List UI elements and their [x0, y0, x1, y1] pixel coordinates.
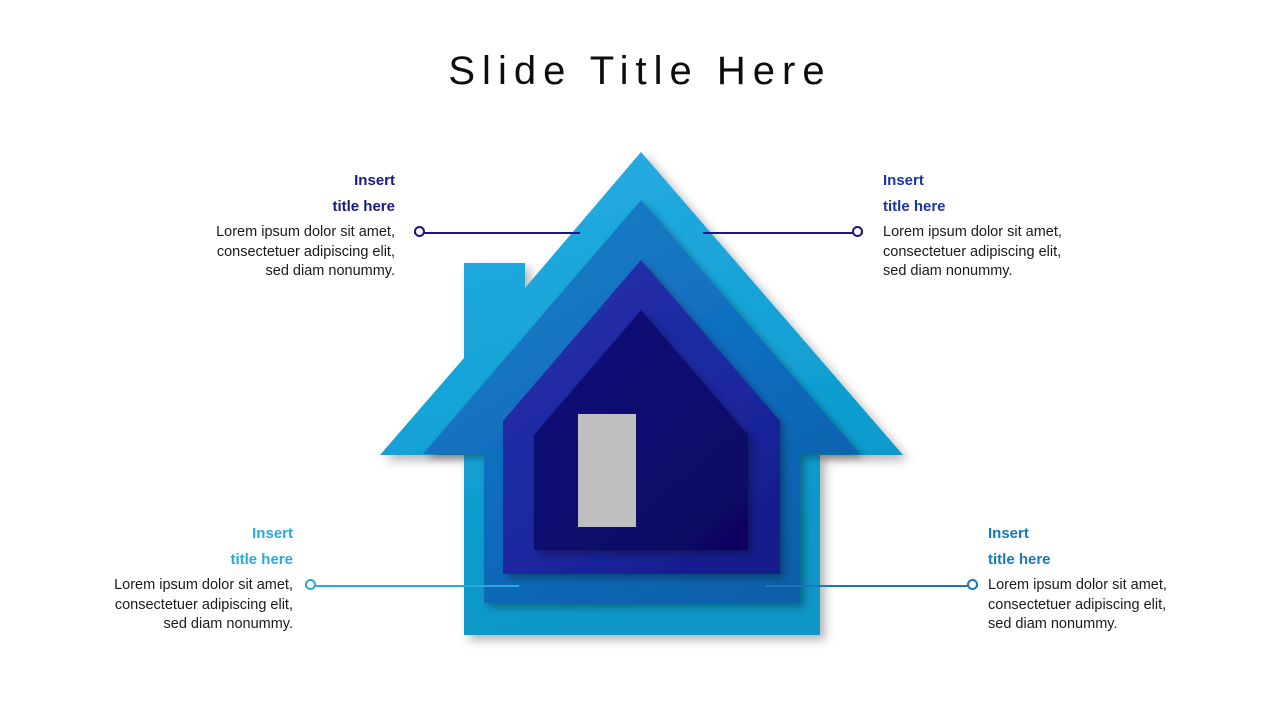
- callout-title-line2: title here: [883, 198, 946, 215]
- callout-body: Lorem ipsum dolor sit amet, consectetuer…: [988, 577, 1167, 632]
- connector-dot: [852, 226, 863, 237]
- house-door: [578, 414, 636, 527]
- callout-title-line1: Insert: [252, 525, 293, 542]
- callout-title-line1: Insert: [354, 172, 395, 189]
- callout-title: Insert title here: [113, 521, 293, 573]
- connector-line: [414, 232, 580, 234]
- callout-bottom-right[interactable]: Insert title here Lorem ipsum dolor sit …: [988, 521, 1168, 635]
- callout-body: Lorem ipsum dolor sit amet, consectetuer…: [216, 224, 395, 279]
- connector-line: [766, 585, 978, 587]
- callout-top-left[interactable]: Insert title here Lorem ipsum dolor sit …: [215, 168, 395, 282]
- connector-dot: [967, 579, 978, 590]
- connector-top-right: [703, 224, 863, 242]
- callout-title: Insert title here: [215, 168, 395, 220]
- callout-title: Insert title here: [988, 521, 1168, 573]
- nested-house-diagram: [360, 140, 920, 660]
- connector-dot: [414, 226, 425, 237]
- callout-title-line2: title here: [988, 551, 1051, 568]
- callout-title-line2: title here: [230, 551, 293, 568]
- connector-bottom-right: [766, 577, 978, 595]
- connector-top-left: [414, 224, 580, 242]
- callout-title-line1: Insert: [988, 525, 1029, 542]
- connector-line: [703, 232, 863, 234]
- callout-body: Lorem ipsum dolor sit amet, consectetuer…: [883, 224, 1062, 279]
- connector-bottom-left: [305, 577, 519, 595]
- callout-title-line1: Insert: [883, 172, 924, 189]
- connector-dot: [305, 579, 316, 590]
- callout-top-right[interactable]: Insert title here Lorem ipsum dolor sit …: [883, 168, 1063, 282]
- callout-title: Insert title here: [883, 168, 1063, 220]
- callout-title-line2: title here: [332, 198, 395, 215]
- connector-line: [305, 585, 519, 587]
- page-title: Slide Title Here: [448, 49, 832, 93]
- callout-bottom-left[interactable]: Insert title here Lorem ipsum dolor sit …: [113, 521, 293, 635]
- callout-body: Lorem ipsum dolor sit amet, consectetuer…: [114, 577, 293, 632]
